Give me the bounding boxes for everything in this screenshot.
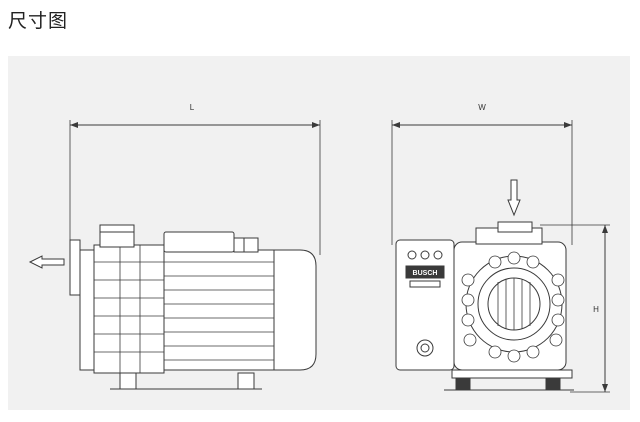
length-dimension: L bbox=[69, 103, 321, 255]
width-label: W bbox=[478, 103, 486, 112]
width-dimension: W bbox=[391, 103, 573, 245]
brand-label: BUSCH bbox=[413, 270, 438, 277]
height-dimension: H bbox=[540, 224, 610, 393]
outlet-arrow bbox=[28, 255, 65, 269]
indicator-lights bbox=[407, 250, 443, 260]
length-label: L bbox=[190, 103, 195, 112]
front-view: W H BUSCH bbox=[391, 103, 610, 393]
inlet-arrow bbox=[507, 179, 521, 217]
height-label: H bbox=[593, 305, 599, 314]
page-title: 尺寸图 bbox=[8, 11, 69, 32]
side-view: L bbox=[28, 103, 321, 390]
